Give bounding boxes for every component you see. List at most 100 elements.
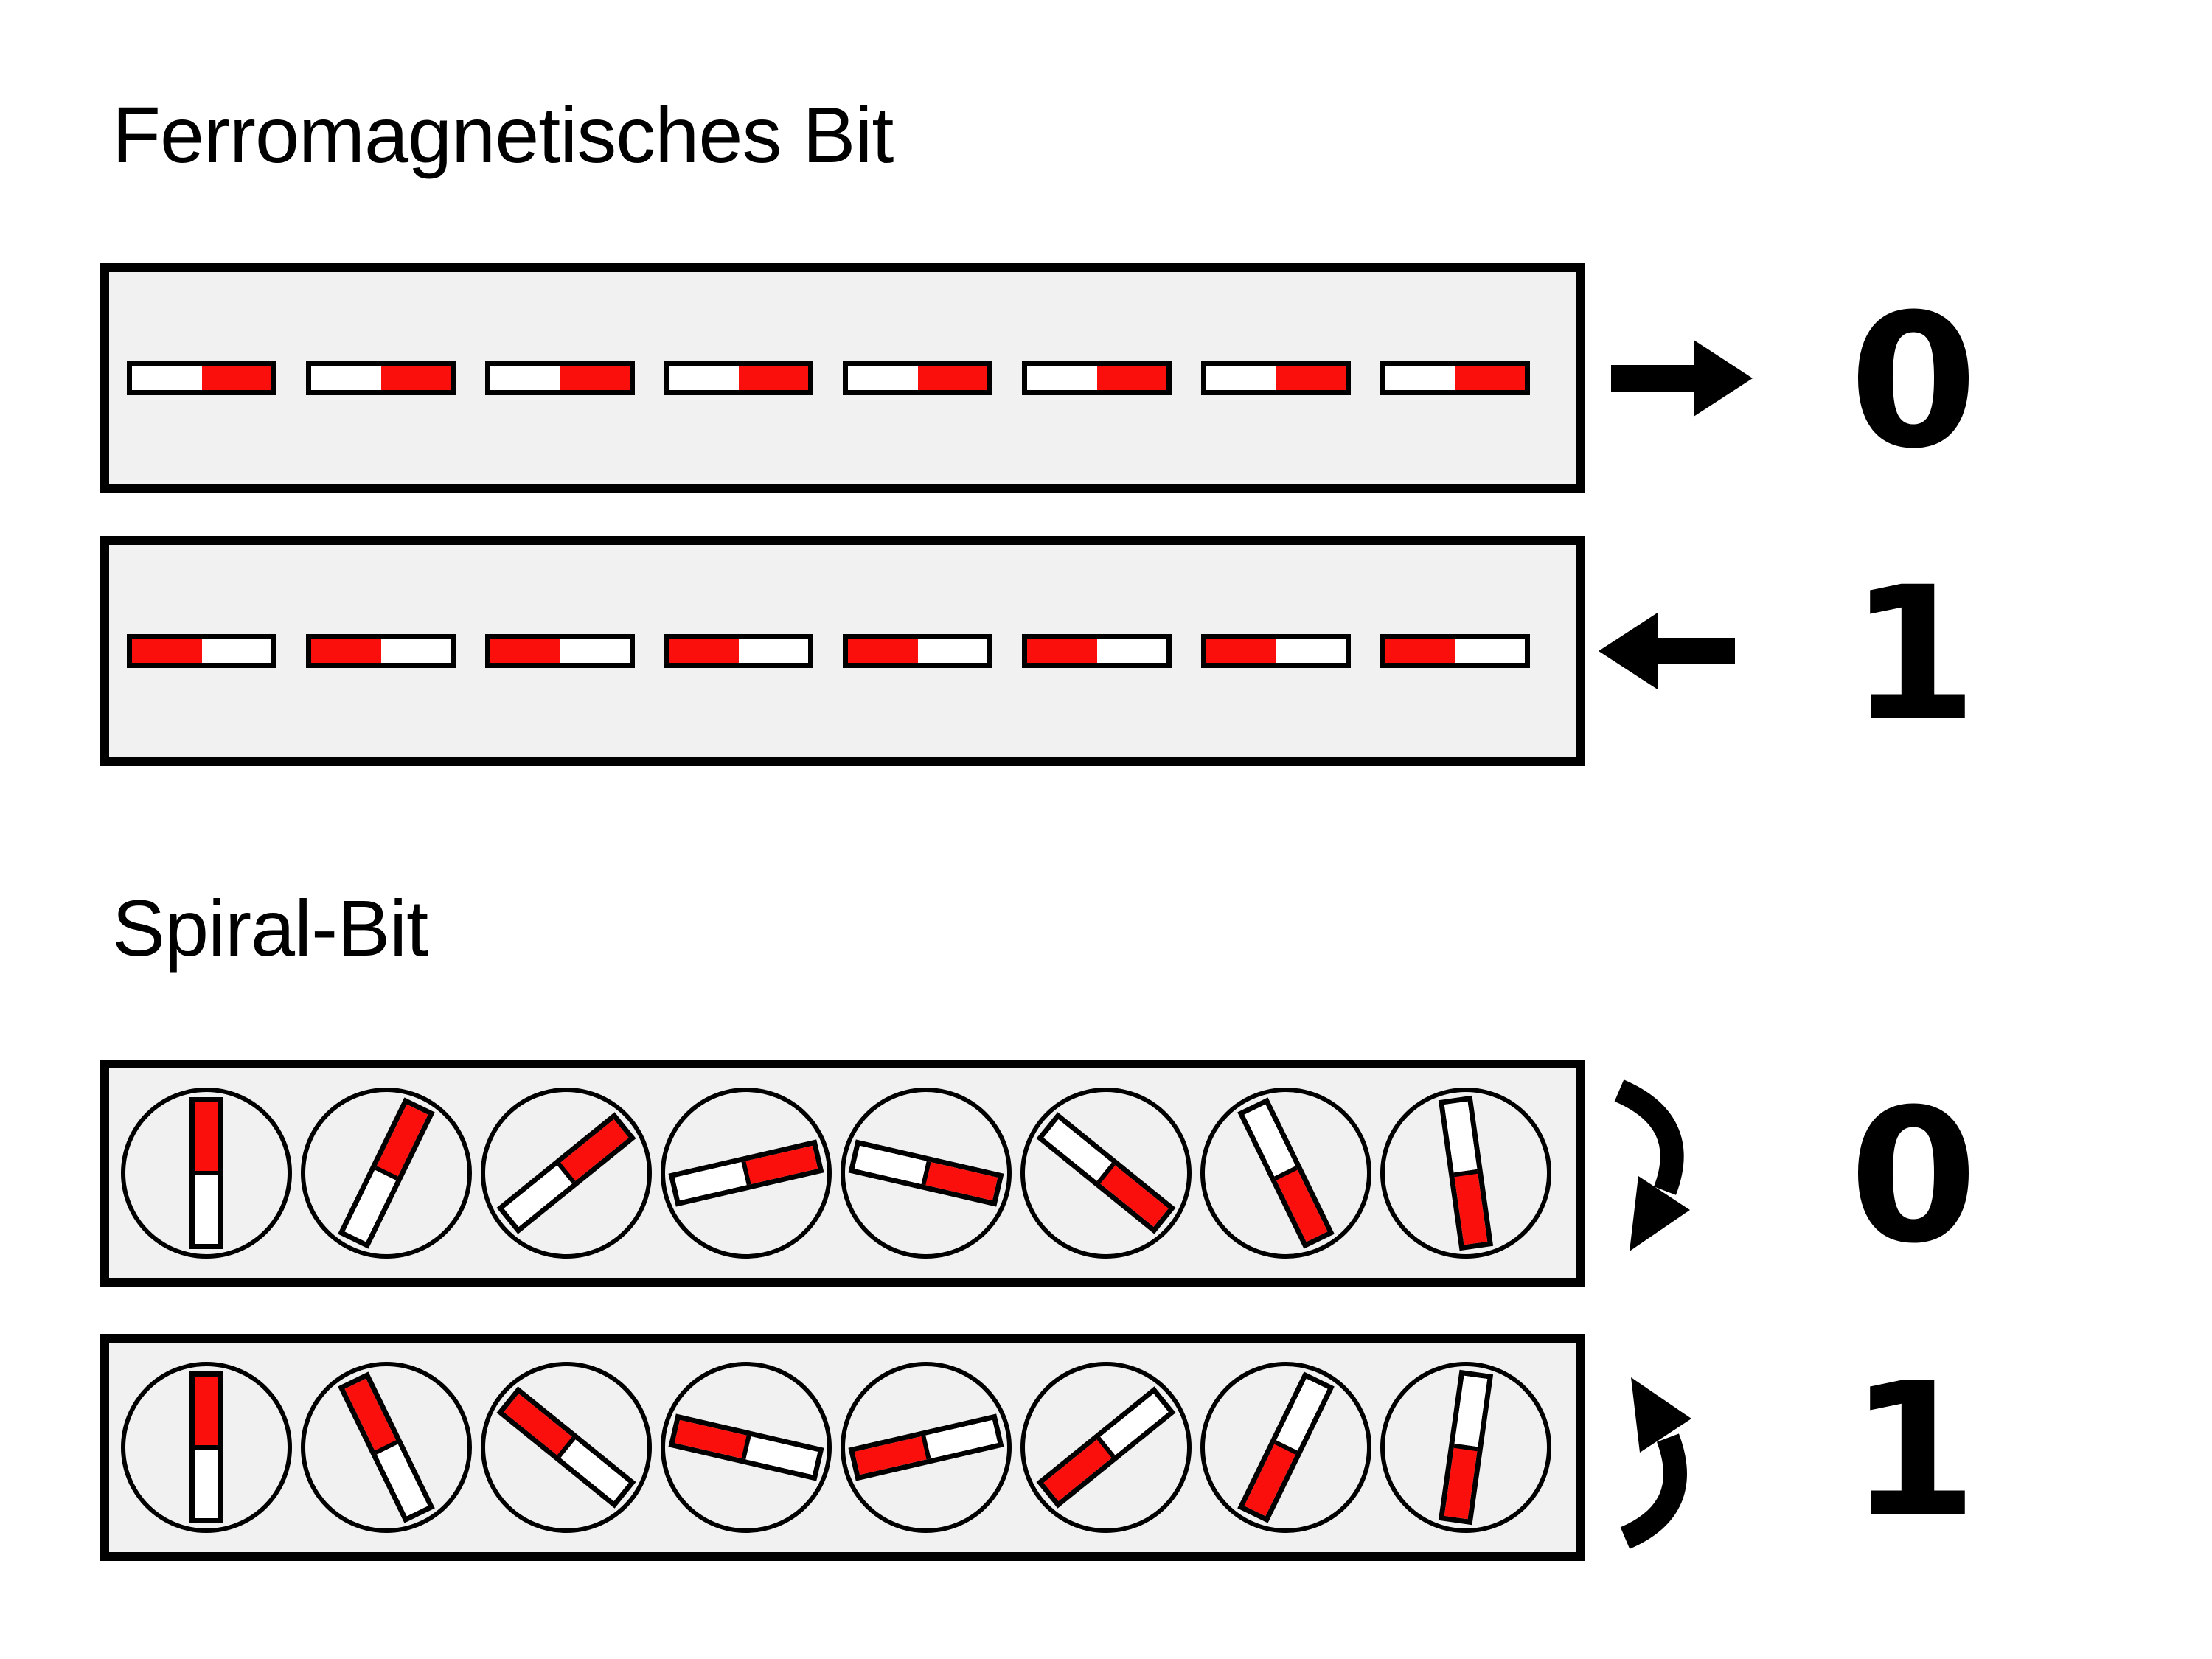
magnet-south-pole [376,1444,428,1517]
magnet-north-pole [1453,1169,1488,1245]
right-arrow-icon [1611,340,1753,417]
bar-magnet [127,634,276,668]
magnet-south-pole [854,1145,927,1184]
bar-magnet [1022,634,1172,668]
magnet-pole [1455,639,1525,663]
magnet-circle [1380,1088,1551,1259]
rotated-bar-magnet [496,1112,636,1234]
magnet-circle [1380,1362,1551,1533]
bar-magnet [1022,361,1172,395]
bar-magnet [485,634,635,668]
bar-magnet [1201,634,1351,668]
magnet-pole [1385,639,1455,663]
magnet-pole [1276,639,1346,663]
spiral-bit0-box [100,1060,1585,1287]
magnet-circle [661,1088,832,1259]
magnet-north-pole [741,1145,818,1186]
magnet-south-pole [195,1175,218,1244]
rotated-bar-magnet [496,1386,636,1509]
bar-magnet [664,361,813,395]
magnet-pole [560,639,630,663]
magnet-circle [301,1088,472,1259]
rotated-bar-magnet [189,1371,223,1523]
magnet-circle [481,1088,652,1259]
bar-magnet [843,634,992,668]
bar-magnet [1380,634,1530,668]
magnet-north-pole [1244,1440,1298,1517]
magnet-south-pole [745,1436,818,1475]
magnet-north-pole [1096,1162,1169,1227]
magnet-north-pole [504,1394,576,1458]
rotated-bar-magnet [1438,1095,1494,1251]
magnet-pole [738,366,808,390]
rotated-bar-magnet [848,1139,1004,1207]
rotated-bar-magnet [668,1139,824,1207]
magnet-pole [311,639,381,663]
rotated-bar-magnet [189,1097,223,1249]
spiral-bit0-value: 0 [1849,1069,1978,1284]
magnet-pole [848,366,918,390]
rotated-bar-magnet [848,1413,1004,1481]
magnet-pole [380,366,451,390]
magnet-north-pole [1043,1436,1116,1501]
magnet-pole [311,366,381,390]
magnet-north-pole [921,1161,998,1201]
rotated-bar-magnet [668,1413,824,1481]
ferromagnetic-section-title: Ferromagnetisches Bit [112,90,894,179]
magnet-pole [380,639,451,663]
magnet-south-pole [504,1165,572,1227]
magnet-north-pole [1274,1166,1328,1242]
magnet-pole [1206,366,1276,390]
magnet-north-pole [195,1102,218,1175]
magnet-circle [661,1362,832,1533]
magnet-pole [201,366,271,390]
magnet-south-pole [674,1162,747,1201]
magnet-pole [560,366,630,390]
rotated-bar-magnet [1036,1386,1176,1509]
magnet-south-pole [1100,1394,1169,1455]
magnet-north-pole [344,1378,398,1455]
magnet-circle [301,1362,472,1533]
magnet-pole [738,639,808,663]
ferro-bit1-box [100,536,1585,766]
magnet-pole [669,366,739,390]
rotated-bar-magnet [338,1097,435,1249]
magnet-pole [1096,366,1166,390]
magnet-pole [132,366,202,390]
magnet-north-pole [375,1104,428,1180]
magnet-south-pole [344,1169,397,1242]
magnet-pole [1096,639,1166,663]
magnet-circle [1020,1088,1192,1259]
magnet-north-pole [1444,1443,1478,1520]
magnet-circle [121,1362,292,1533]
magnet-north-pole [195,1377,218,1450]
magnet-south-pole [560,1439,629,1501]
magnet-pole [132,639,202,663]
magnet-north-pole [557,1119,629,1184]
magnet-pole [1027,639,1097,663]
magnet-pole [669,639,739,663]
rotated-bar-magnet [1237,1097,1335,1249]
counterclockwise-rotation-icon [1620,1377,1691,1549]
magnet-south-pole [1454,1375,1488,1447]
magnet-pole [917,639,987,663]
left-arrow-icon [1599,613,1735,689]
bar-magnet [306,361,456,395]
magnet-circle [1200,1088,1371,1259]
magnet-pole [490,639,560,663]
rotated-bar-magnet [1237,1371,1335,1523]
magnet-north-pole [674,1419,751,1460]
magnet-pole [490,366,560,390]
magnet-pole [1027,366,1097,390]
ferro-bit0-value: 0 [1849,274,1978,489]
magnet-circle [121,1088,292,1259]
spiral-section-title: Spiral-Bit [112,883,428,973]
magnet-pole [1206,639,1276,663]
magnet-circle [841,1362,1012,1533]
magnet-north-pole [854,1435,931,1475]
clockwise-rotation-icon [1614,1079,1690,1251]
bar-magnet [843,361,992,395]
magnet-south-pole [195,1450,218,1518]
rotated-bar-magnet [338,1371,435,1523]
